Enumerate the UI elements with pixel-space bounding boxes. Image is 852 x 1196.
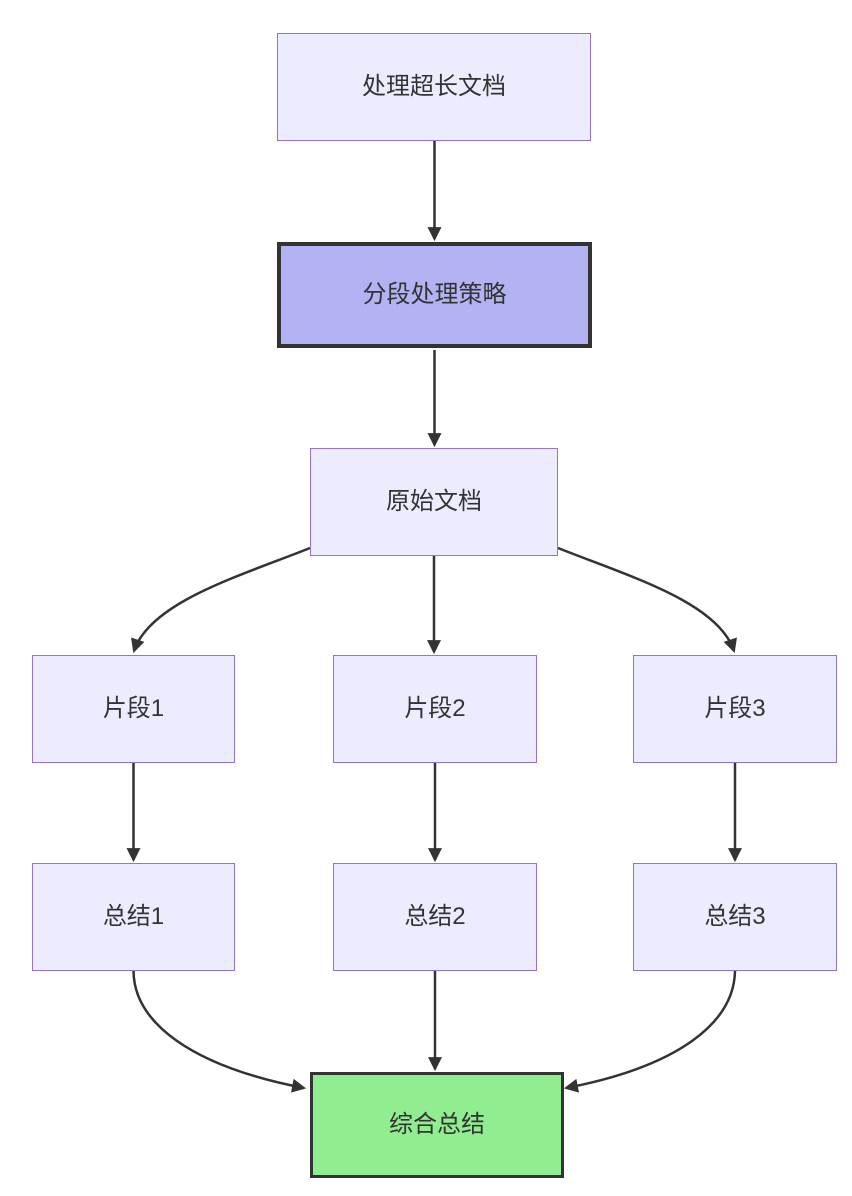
node-label: 总结3 [704, 902, 766, 930]
node-label: 片段3 [704, 694, 766, 722]
node-label: 片段2 [404, 694, 466, 722]
node-summary-3: 总结3 [633, 863, 837, 971]
node-label: 处理超长文档 [362, 72, 506, 100]
node-fragment-2: 片段2 [333, 655, 537, 763]
node-label: 分段处理策略 [362, 280, 507, 308]
node-fragment-3: 片段3 [633, 655, 837, 763]
edge-original-to-fragment3 [557, 546, 737, 653]
edge-summary1-to-final [132, 970, 307, 1093]
node-label: 综合总结 [389, 1110, 485, 1138]
node-label: 总结2 [404, 902, 466, 930]
node-summary-2: 总结2 [333, 863, 537, 971]
edge-original-to-fragment1 [131, 546, 311, 653]
node-original-document: 原始文档 [310, 448, 558, 556]
node-label: 片段1 [102, 694, 165, 722]
node-label: 总结1 [102, 902, 165, 930]
node-segmentation-strategy: 分段处理策略 [277, 242, 592, 348]
edge-summary3-to-final [563, 970, 737, 1093]
node-fragment-1: 片段1 [32, 655, 235, 763]
node-label: 原始文档 [386, 487, 482, 515]
node-final-summary: 综合总结 [310, 1072, 564, 1178]
node-summary-1: 总结1 [32, 863, 235, 971]
node-process-long-document: 处理超长文档 [277, 33, 591, 141]
